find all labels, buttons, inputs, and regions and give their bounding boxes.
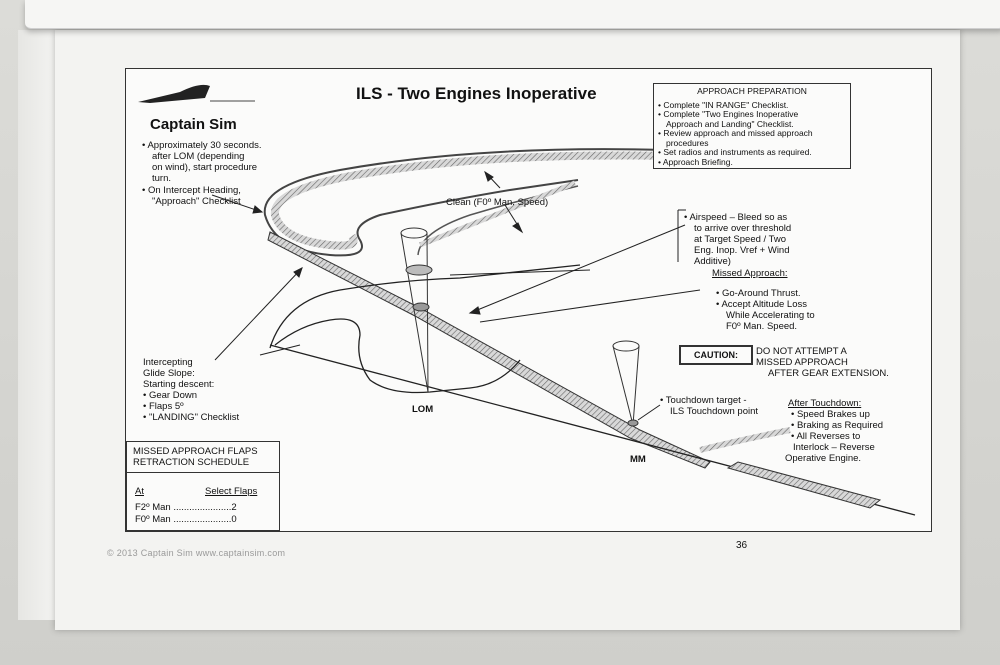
table-row: F0º Man ......................0 [135, 514, 271, 525]
note-line: Touchdown target - [660, 395, 758, 406]
list-item: Flaps 5º [143, 401, 239, 412]
mm-marker-cone [612, 340, 640, 427]
missed-approach-list: Go-Around Thrust. Accept Altitude Loss W… [716, 288, 815, 332]
approach-item: Complete "Two Engines Inoperative [658, 109, 846, 120]
note-line: turn. [152, 173, 172, 184]
footer-copyright: © 2013 Captain Sim www.captainsim.com [107, 548, 286, 558]
list-item: Speed Brakes up [791, 409, 883, 420]
list-item: Go-Around Thrust. [716, 288, 815, 299]
row-value: 0 [231, 514, 237, 525]
clean-speed-note: Clean (F0º Man. Speed) [446, 197, 549, 208]
touchdown-target-note: Touchdown target - ILS Touchdown point [660, 395, 758, 417]
page-title: ILS - Two Engines Inoperative [356, 84, 597, 103]
binder-edge [18, 30, 58, 620]
runway [726, 461, 882, 509]
lom-marker-cone [400, 227, 433, 393]
after-touchdown-title: After Touchdown: [788, 398, 862, 409]
intercept-heading-note: On Intercept Heading, "Approach" Checkli… [142, 185, 241, 207]
note-line: after LOM (depending [152, 151, 245, 162]
note-line: Additive) [694, 256, 731, 267]
captain-sim-logo [138, 84, 255, 103]
list-item: Gear Down [143, 390, 239, 401]
note-line: Eng. Inop. Vref + Wind [694, 245, 790, 256]
list-item: All Reverses to [791, 431, 883, 442]
list-item: Interlock – Reverse [793, 442, 875, 453]
approach-item: procedures [666, 137, 709, 148]
flaps-schedule-header: MISSED APPROACH FLAPS RETRACTION SCHEDUL… [127, 442, 279, 473]
list-item: F0º Man. Speed. [726, 321, 798, 332]
turned-page-edge [25, 0, 1000, 29]
row-value: 2 [231, 502, 237, 513]
note-line: on wind), start procedure [152, 162, 258, 173]
glide-slope-note: Intercepting Glide Slope: Starting desce… [143, 357, 239, 423]
page-number: 36 [736, 540, 748, 551]
mm-label: MM [630, 454, 646, 465]
note-line: ILS Touchdown point [670, 406, 759, 417]
approach-item: Set radios and instruments as required. [658, 147, 846, 158]
approach-preparation-header: APPROACH PREPARATION [697, 86, 807, 96]
note-line: Airspeed – Bleed so as [684, 212, 791, 223]
column-header-select: Select Flaps [205, 486, 258, 497]
approach-item: Review approach and missed approach [658, 128, 846, 139]
caution-label: CAUTION: [679, 345, 753, 365]
lom-label: LOM [412, 404, 434, 415]
approach-item: Complete "IN RANGE" Checklist. [658, 100, 846, 111]
row-mode: Man [152, 514, 171, 525]
list-item: Operative Engine. [785, 453, 862, 464]
note-line: "Approach" Checklist [152, 196, 241, 207]
brand-name: Captain Sim [150, 116, 237, 133]
note-line: On Intercept Heading, [142, 185, 241, 196]
glide-slope-ribbon [267, 231, 711, 469]
caution-line: AFTER GEAR EXTENSION. [768, 368, 889, 379]
note-line: at Target Speed / Two [694, 234, 787, 245]
table-row: F2º Man ......................2 [135, 502, 271, 513]
approach-preparation-box: APPROACH PREPARATION Complete "IN RANGE"… [653, 83, 851, 169]
list-item: Accept Altitude Loss [716, 299, 815, 310]
row-at: F2º [135, 502, 150, 513]
flaps-retraction-schedule: MISSED APPROACH FLAPS RETRACTION SCHEDUL… [126, 441, 280, 531]
approach-item: Approach and Landing" Checklist. [666, 118, 794, 129]
caution-text: DO NOT ATTEMPT A MISSED APPROACH AFTER G… [756, 346, 889, 379]
row-at: F0º [135, 514, 150, 525]
list-item: While Accelerating to [726, 310, 815, 321]
column-header-at: At [135, 486, 144, 497]
caution-line: MISSED APPROACH [756, 357, 848, 368]
procedure-turn-note: Approximately 30 seconds. after LOM (dep… [142, 140, 261, 184]
approach-item: Approach Briefing. [658, 157, 846, 168]
list-item: Braking as Required [791, 420, 883, 431]
caution-line: DO NOT ATTEMPT A [756, 346, 847, 357]
row-mode: Man [152, 502, 171, 513]
airspeed-note: Airspeed – Bleed so as to arrive over th… [684, 212, 791, 267]
note-line: Glide Slope: [143, 368, 195, 379]
row-leader: ...................... [173, 502, 232, 513]
note-line: Intercepting [143, 357, 193, 368]
note-line: to arrive over threshold [694, 223, 792, 234]
note-line: Starting descent: [143, 379, 215, 390]
header-line: RETRACTION SCHEDULE [133, 457, 250, 468]
list-item: "LANDING" Checklist [143, 412, 239, 423]
note-line: Approximately 30 seconds. [142, 140, 261, 151]
missed-approach-title: Missed Approach: [712, 268, 788, 279]
header-line: MISSED APPROACH FLAPS [133, 446, 258, 457]
row-leader: ...................... [173, 514, 232, 525]
pointer-arrows [211, 170, 701, 421]
after-touchdown-list: Speed Brakes up Braking as Required All … [785, 409, 883, 464]
